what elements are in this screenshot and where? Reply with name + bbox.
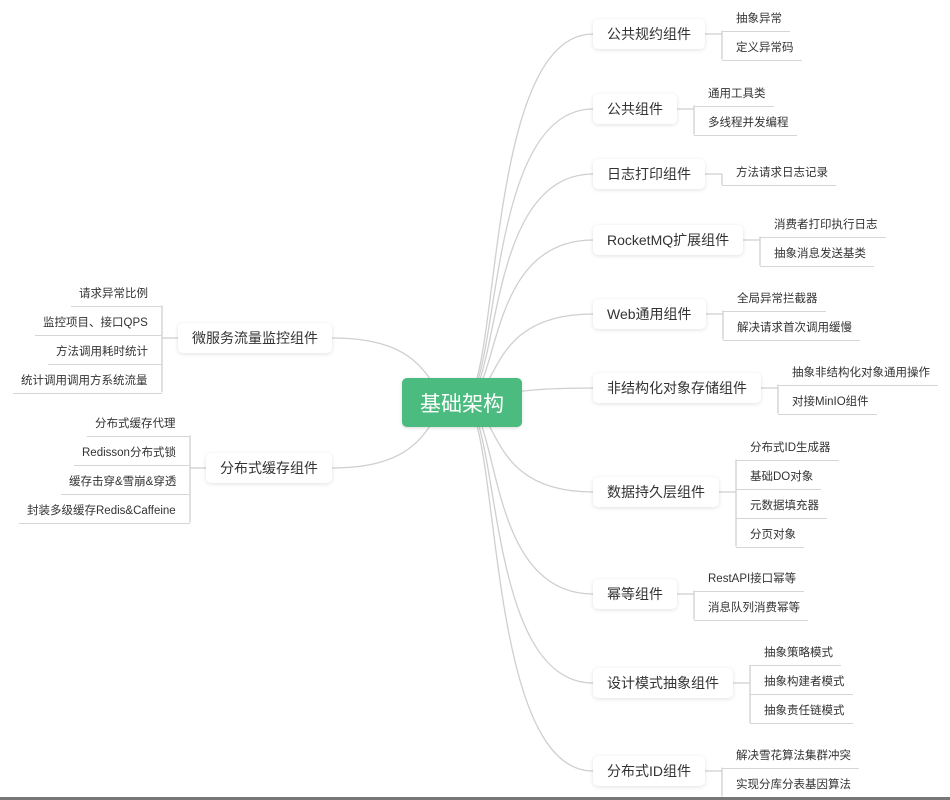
subtopic-node[interactable]: 抽象消息发送基类 — [760, 244, 874, 267]
topic-node[interactable]: RocketMQ扩展组件 — [593, 225, 744, 255]
subtopic-node[interactable]: 分布式ID生成器 — [736, 438, 839, 461]
branch-line — [461, 33, 594, 403]
subtopic-node[interactable]: 封装多级缓存Redis&Caffeine — [19, 501, 190, 524]
subtopic-node[interactable]: 请求异常比例 — [71, 284, 162, 307]
subtopic-node[interactable]: 定义异常码 — [722, 38, 802, 61]
subtopic-node[interactable]: 抽象非结构化对象通用操作 — [778, 363, 938, 386]
subtopic-node[interactable]: 抽象异常 — [722, 9, 790, 32]
subtopic-node[interactable]: 元数据填充器 — [736, 496, 827, 519]
subtopic-node[interactable]: 全局异常拦截器 — [723, 289, 826, 312]
branch-line — [461, 401, 594, 595]
subtopic-node[interactable]: 监控项目、接口QPS — [35, 313, 162, 336]
topic-node[interactable]: 设计模式抽象组件 — [593, 668, 733, 698]
subtopic-node[interactable]: 抽象策略模式 — [750, 643, 841, 666]
subtopic-node[interactable]: 实现分库分表基因算法 — [722, 775, 859, 798]
topic-node[interactable]: Web通用组件 — [593, 299, 706, 329]
subtopic-node[interactable]: 对接MinIO组件 — [778, 392, 877, 415]
topic-node[interactable]: 公共规约组件 — [593, 19, 705, 49]
subtopic-node[interactable]: 解决请求首次调用缓慢 — [723, 318, 860, 341]
subtopic-node[interactable]: 消息队列消费幂等 — [694, 598, 808, 621]
subtopic-node[interactable]: 消费者打印执行日志 — [760, 215, 886, 238]
subtopic-node[interactable]: 通用工具类 — [694, 84, 774, 107]
subtopic-node[interactable]: 多线程并发编程 — [694, 113, 797, 136]
topic-node[interactable]: 微服务流量监控组件 — [178, 323, 332, 353]
subtopic-node[interactable]: RestAPI接口幂等 — [694, 569, 805, 592]
branch-line — [461, 401, 594, 772]
topic-node[interactable]: 公共组件 — [593, 94, 677, 124]
subtopic-node[interactable]: 统计调用调用方系统流量 — [13, 371, 162, 394]
subtopic-node[interactable]: 分布式缓存代理 — [87, 414, 190, 437]
subtopic-node[interactable]: 基础DO对象 — [736, 467, 822, 490]
topic-node[interactable]: 分布式ID组件 — [593, 756, 705, 786]
topic-node[interactable]: 分布式缓存组件 — [206, 453, 332, 483]
topic-node[interactable]: 幂等组件 — [593, 579, 677, 609]
subtopic-node[interactable]: 抽象构建者模式 — [750, 672, 853, 695]
topic-node[interactable]: 数据持久层组件 — [593, 477, 719, 507]
subtopic-node[interactable]: Redisson分布式锁 — [74, 443, 190, 466]
subtopic-node[interactable]: 抽象责任链模式 — [750, 701, 853, 724]
subtopic-node[interactable]: 缓存击穿&雪崩&穿透 — [61, 472, 191, 495]
subtopic-node[interactable]: 方法请求日志记录 — [722, 163, 836, 186]
subtopic-node[interactable]: 解决雪花算法集群冲突 — [722, 746, 859, 769]
bottom-edge — [0, 797, 950, 800]
subtopic-node[interactable]: 方法调用耗时统计 — [48, 342, 162, 365]
root-node[interactable]: 基础架构 — [402, 378, 522, 427]
topic-node[interactable]: 非结构化对象存储组件 — [593, 373, 761, 403]
topic-node[interactable]: 日志打印组件 — [593, 159, 705, 189]
subtopic-node[interactable]: 分页对象 — [736, 525, 804, 548]
